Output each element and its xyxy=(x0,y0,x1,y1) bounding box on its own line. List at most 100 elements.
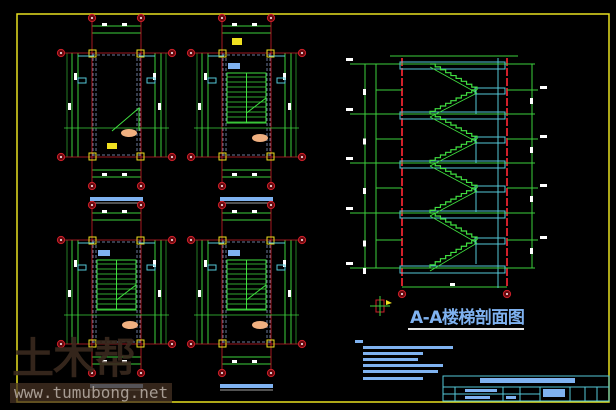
elevation-text xyxy=(346,157,353,160)
stair-soffit xyxy=(429,66,478,94)
hatch-mark xyxy=(121,129,137,137)
axis-bubble-label xyxy=(171,343,173,345)
dimension-text xyxy=(153,260,156,267)
stair-soffit xyxy=(429,190,478,217)
elevation-text xyxy=(540,236,547,239)
column xyxy=(266,49,275,58)
dimension-text xyxy=(363,89,366,95)
title-block-text xyxy=(506,396,516,399)
notes-heading xyxy=(355,340,363,343)
notes-line xyxy=(363,352,423,355)
plan-caption xyxy=(220,384,273,388)
dimension-text xyxy=(74,73,77,80)
annotation-tag xyxy=(232,38,242,45)
dimension-text xyxy=(232,173,237,176)
axis-bubble-label xyxy=(60,343,62,345)
dimension-text xyxy=(153,73,156,80)
annotation-tag xyxy=(107,143,117,149)
landing-slab xyxy=(474,185,506,193)
floor-slab xyxy=(399,160,506,169)
dimension-text xyxy=(68,103,71,110)
dimension-text xyxy=(252,360,257,363)
dimension-text xyxy=(122,23,127,26)
axis-bubble-label xyxy=(60,239,62,241)
axis-bubble-label xyxy=(91,372,93,374)
axis-bubble-label xyxy=(60,52,62,54)
elevation-text xyxy=(540,184,547,187)
stair-arrow xyxy=(246,97,267,114)
dimension-text xyxy=(232,210,237,213)
window xyxy=(77,77,87,84)
dimension-text xyxy=(530,248,533,254)
column xyxy=(88,339,97,348)
dimension-text xyxy=(252,210,257,213)
floor-slab xyxy=(399,111,506,120)
axis-bubble-label xyxy=(190,343,192,345)
column xyxy=(88,152,97,161)
elevation-text xyxy=(540,135,547,138)
column xyxy=(218,152,227,161)
stair-soffit xyxy=(429,165,478,192)
dimension-text xyxy=(102,210,107,213)
axis-bubble-label xyxy=(140,17,142,19)
stair-flight-up xyxy=(430,162,478,188)
detail-symbol xyxy=(370,296,392,316)
axis-bubble-label xyxy=(270,17,272,19)
axis-bubble-label xyxy=(301,52,303,54)
stair-flight-up xyxy=(430,63,478,90)
window xyxy=(146,264,156,271)
notes-line xyxy=(363,377,423,380)
dimension-text xyxy=(198,290,201,297)
axis-bubble-label xyxy=(270,372,272,374)
dimension-text xyxy=(252,23,257,26)
landing-slab xyxy=(474,136,506,144)
axis-bubble-label xyxy=(171,156,173,158)
dimension-text xyxy=(363,188,366,194)
dimension-text xyxy=(363,138,366,145)
plan-caption xyxy=(220,197,273,201)
title-block-frame xyxy=(442,375,610,402)
window xyxy=(276,77,286,84)
drawing-border-frame xyxy=(16,13,610,403)
stair-arrow xyxy=(116,284,137,301)
elevation-text xyxy=(346,108,353,111)
axis-bubble-label xyxy=(506,293,508,295)
column xyxy=(136,49,145,58)
annotation-tag xyxy=(98,250,110,256)
dimension-text xyxy=(158,290,161,297)
watermark-url: www.tumubong.net xyxy=(10,383,173,403)
axis-bubble-label xyxy=(171,52,173,54)
dimension-text xyxy=(68,290,71,297)
dimension-text xyxy=(102,360,107,363)
dimension-text xyxy=(158,103,161,110)
stair-soffit xyxy=(429,141,478,167)
design-notes xyxy=(355,340,453,380)
axis-bubble-label xyxy=(91,17,93,19)
dimension-text xyxy=(122,360,127,363)
floor-slab xyxy=(399,265,506,274)
axis-bubble-label xyxy=(221,204,223,206)
notes-line xyxy=(363,358,418,361)
axis-bubble-label xyxy=(140,185,142,187)
dimension-text xyxy=(530,98,533,104)
column xyxy=(266,236,275,245)
hatch-mark xyxy=(252,134,268,142)
axis-bubble-label xyxy=(91,185,93,187)
stair-outline xyxy=(111,106,140,132)
dimension-text xyxy=(530,196,533,202)
floor-slab xyxy=(399,61,506,70)
axis-bubble-label xyxy=(401,293,403,295)
dimension-text xyxy=(74,260,77,267)
axis-bubble-label xyxy=(221,17,223,19)
notes-line xyxy=(363,346,453,349)
column xyxy=(136,236,145,245)
window xyxy=(276,264,286,271)
stair-soffit xyxy=(429,215,478,244)
title-block-text xyxy=(465,389,497,392)
stair-flight-return xyxy=(429,138,477,163)
elevation-text xyxy=(346,262,353,265)
stair-soffit xyxy=(429,242,478,272)
column xyxy=(218,49,227,58)
plan-caption xyxy=(90,197,143,201)
